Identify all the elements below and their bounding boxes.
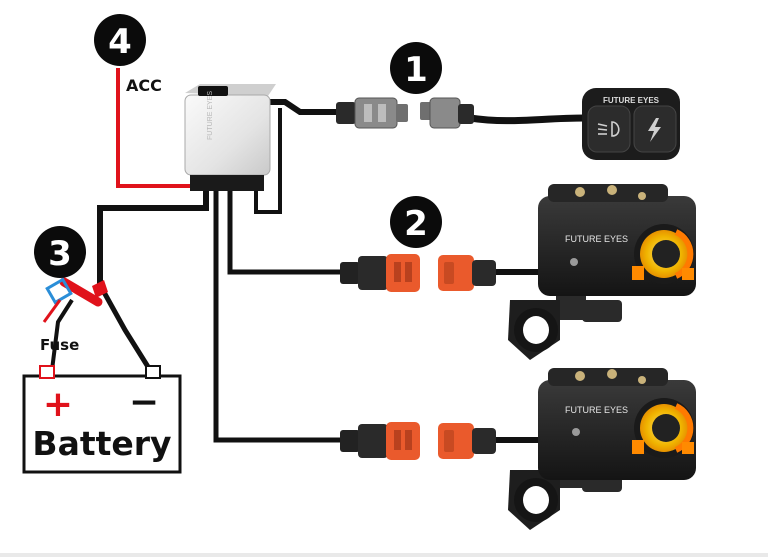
switch-cable <box>469 114 586 125</box>
acc-label: ACC <box>126 76 162 95</box>
wires <box>50 68 586 443</box>
callout-4: 4 <box>94 14 146 66</box>
light-1: FUTURE EYES <box>508 184 696 360</box>
switch: FUTURE EYES <box>582 88 680 160</box>
light-1-connector <box>340 254 496 292</box>
controller-loop-wire <box>254 108 282 214</box>
ground-wire <box>97 283 153 372</box>
light-1-wire <box>227 190 340 275</box>
switch-brand: FUTURE EYES <box>603 96 660 105</box>
fuse-to-battery-wire <box>50 298 74 371</box>
battery-label: Battery <box>32 424 171 463</box>
callout-2-number: 2 <box>404 204 428 244</box>
lightning-icon <box>648 118 661 142</box>
callout-2: 2 <box>390 196 442 248</box>
fuse <box>42 277 108 323</box>
battery-plus: + <box>43 384 73 425</box>
battery-minus: − <box>129 382 159 423</box>
battery: + − Battery <box>22 365 182 474</box>
fuse-label: Fuse <box>40 336 79 354</box>
controller-box: FUTURE EYES <box>184 84 276 191</box>
light-2: FUTURE EYES <box>508 368 696 530</box>
switch-connector <box>336 97 474 129</box>
power-wire <box>97 190 209 285</box>
callout-3: 3 <box>34 226 86 278</box>
callout-1: 1 <box>390 42 442 94</box>
switch-wire <box>266 99 336 115</box>
light-2-wire <box>213 190 340 443</box>
light-2-connector <box>340 422 496 460</box>
light-2-brand: FUTURE EYES <box>565 405 628 415</box>
callout-1-number: 1 <box>404 50 428 90</box>
acc-wire <box>116 68 200 188</box>
svg-text:FUTURE EYES: FUTURE EYES <box>207 91 214 140</box>
callout-4-number: 4 <box>108 22 132 62</box>
callout-3-number: 3 <box>48 234 72 274</box>
bottom-rule <box>0 553 768 557</box>
light-1-brand: FUTURE EYES <box>565 234 628 244</box>
low-beam-icon <box>597 121 620 137</box>
